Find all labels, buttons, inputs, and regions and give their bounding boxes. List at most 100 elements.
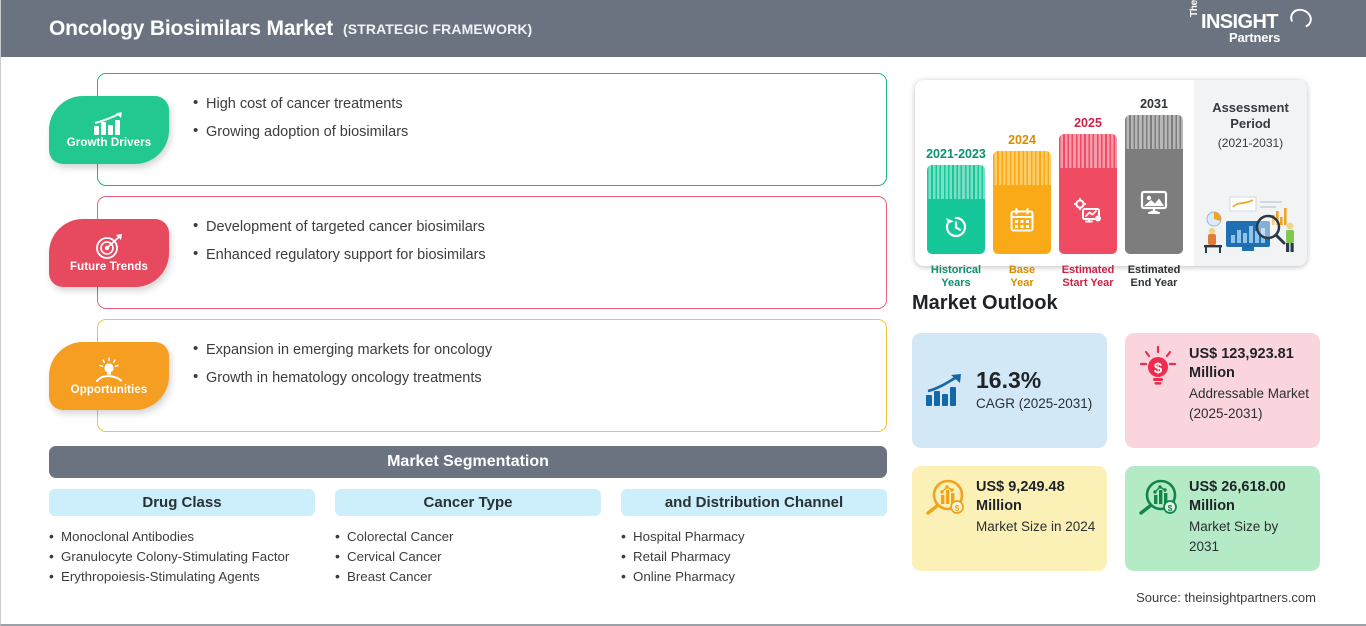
target-dart-icon [93, 233, 125, 260]
segmentation-column-distribution-channel: and Distribution Channel Hospital Pharma… [621, 489, 887, 587]
market-size-2031-label: Market Size by 2031 [1189, 519, 1279, 554]
list-item: Hospital Pharmacy [621, 526, 887, 547]
segmentation-column-drug-class: Drug Class Monoclonal Antibodies Granulo… [49, 489, 315, 587]
assessment-bar-striped-top [927, 165, 985, 199]
page-header: Oncology Biosimilars Market (STRATEGIC F… [1, 0, 1366, 57]
addressable-market-body: US$ 123,923.81 Million Addressable Marke… [1189, 345, 1310, 424]
analytics-dashboard-illustration [1200, 193, 1301, 260]
cagr-card: 16.3% CAGR (2025-2031) [912, 333, 1107, 448]
opportunities-panel: Expansion in emerging markets for oncolo… [97, 319, 887, 432]
market-size-2024-body: US$ 9,249.48 Million Market Size in 2024 [976, 478, 1097, 537]
svg-text:$: $ [1154, 360, 1163, 377]
logo-insight-text: INSIGHT [1201, 11, 1279, 33]
assessment-bar-body [993, 151, 1051, 254]
assessment-bar-year: 2025 [1074, 116, 1102, 130]
addressable-market-card: $ US$ 123,923.81 Million Addressable Mar… [1125, 333, 1320, 448]
magnifier-chart-icon: $ [923, 478, 967, 518]
calendar-icon [993, 185, 1051, 254]
presentation-screen-icon [1125, 149, 1183, 254]
future-trends-label: Future Trends [70, 260, 148, 273]
assessment-bar-year: 2021-2023 [926, 147, 986, 161]
assessment-bar-striped-top [1059, 134, 1117, 168]
market-size-2024-value: US$ 9,249.48 Million [976, 479, 1065, 514]
history-clock-icon [927, 199, 985, 254]
page-title: Oncology Biosimilars Market [49, 16, 334, 40]
list-item: Breast Cancer [335, 566, 601, 587]
bar-chart-arrow-icon [92, 111, 126, 136]
assessment-title-line2: Period [1230, 116, 1271, 131]
list-item: Erythropoiesis-Stimulating Agents [49, 566, 315, 587]
logo-partners-text: Partners [1229, 30, 1281, 45]
magnifier-chart-icon: $ [1136, 478, 1180, 518]
addressable-market-value: US$ 123,923.81 Million [1189, 346, 1294, 381]
segment-items: Hospital Pharmacy Retail Pharmacy Online… [621, 526, 887, 587]
market-size-2031-card: $ US$ 26,618.00 Million Market Size by 2… [1125, 466, 1320, 571]
cagr-body: 16.3% CAGR (2025-2031) [976, 366, 1097, 414]
assessment-bar-year: 2031 [1140, 97, 1168, 111]
opportunities-badge[interactable]: Opportunities [49, 342, 169, 410]
list-item: Growing adoption of biosimilars [193, 122, 408, 141]
market-outlook-cards: 16.3% CAGR (2025-2031) $ US$ 123,923 [912, 333, 1320, 571]
list-item: Retail Pharmacy [621, 546, 887, 567]
list-item: Granulocyte Colony-Stimulating Factor [49, 546, 315, 567]
market-size-2024-label: Market Size in 2024 [976, 519, 1096, 534]
growth-drivers-label: Growth Drivers [66, 136, 152, 149]
list-item: Enhanced regulatory support for biosimil… [193, 245, 486, 264]
page-subtitle: (STRATEGIC FRAMEWORK) [343, 20, 533, 37]
list-item: Colorectal Cancer [335, 526, 601, 547]
growth-drivers-bullets: High cost of cancer treatments Growing a… [193, 94, 408, 141]
assessment-title-line1: Assessment [1212, 100, 1289, 115]
assessment-bar-striped-top [993, 151, 1051, 185]
future-trends-badge[interactable]: Future Trends [49, 219, 169, 287]
market-outlook-title: Market Outlook [912, 292, 1058, 314]
segment-heading[interactable]: Drug Class [49, 489, 315, 516]
segment-heading[interactable]: Cancer Type [335, 489, 601, 516]
assessment-bar-body [927, 165, 985, 254]
market-segmentation-title: Market Segmentation [49, 446, 887, 478]
assessment-bar-year: 2024 [1008, 133, 1036, 147]
logo-the-text: The [1189, 0, 1200, 17]
growth-drivers-badge[interactable]: Growth Drivers [49, 96, 169, 164]
segmentation-columns: Drug Class Monoclonal Antibodies Granulo… [49, 489, 887, 587]
list-item: Online Pharmacy [621, 566, 887, 587]
assessment-bar-striped-top [1125, 115, 1183, 149]
segment-items: Colorectal Cancer Cervical Cancer Breast… [335, 526, 601, 587]
list-item: Development of targeted cancer biosimila… [193, 217, 486, 236]
source-note: Source: theinsightpartners.com [1136, 590, 1316, 605]
list-item: Expansion in emerging markets for oncolo… [193, 340, 492, 359]
assessment-bar-body [1059, 134, 1117, 254]
assessment-period-summary: Assessment Period (2021-2031) [1194, 80, 1307, 266]
opportunities-label: Opportunities [70, 383, 148, 396]
assessment-bar-body [1125, 115, 1183, 254]
market-size-2024-card: $ US$ 9,249.48 Million Market Size in 20… [912, 466, 1107, 571]
growth-drivers-panel: High cost of cancer treatments Growing a… [97, 73, 887, 186]
insight-partners-logo: The INSIGHT Partners [1189, 0, 1315, 49]
lightbulb-hand-icon [92, 356, 126, 383]
svg-text:$: $ [955, 504, 960, 513]
list-item: High cost of cancer treatments [193, 94, 408, 113]
segment-heading[interactable]: and Distribution Channel [621, 489, 887, 516]
list-item: Monoclonal Antibodies [49, 526, 315, 547]
future-trends-panel: Development of targeted cancer biosimila… [97, 196, 887, 309]
addressable-market-label: Addressable Market (2025-2031) [1189, 386, 1310, 421]
list-item: Cervical Cancer [335, 546, 601, 567]
dollar-bulb-icon: $ [1136, 345, 1180, 387]
market-size-2031-body: US$ 26,618.00 Million Market Size by 203… [1189, 478, 1310, 557]
growth-chart-icon [923, 373, 967, 408]
assessment-range: (2021-2031) [1217, 136, 1284, 150]
cagr-value: 16.3% [976, 366, 1042, 393]
cagr-label: CAGR (2025-2031) [976, 395, 1093, 411]
segmentation-column-cancer-type: Cancer Type Colorectal Cancer Cervical C… [335, 489, 601, 587]
segment-items: Monoclonal Antibodies Granulocyte Colony… [49, 526, 315, 587]
list-item: Growth in hematology oncology treatments [193, 368, 492, 387]
svg-text:$: $ [1168, 504, 1173, 513]
